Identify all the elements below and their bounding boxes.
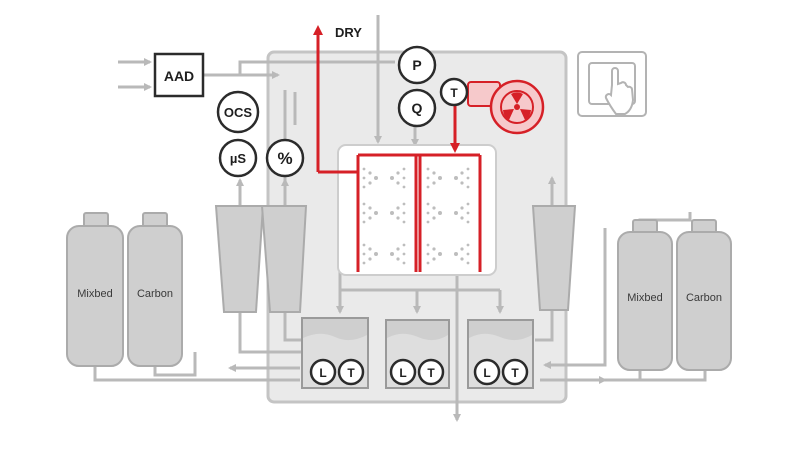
left-carbon-cylinder: Carbon xyxy=(127,212,183,367)
aad-unit: AAD xyxy=(153,52,205,98)
percent-sensor: % xyxy=(265,138,305,178)
left-mixbed-cylinder: Mixbed xyxy=(66,212,124,367)
pressure-label: P xyxy=(412,57,421,73)
pressure-sensor: P xyxy=(397,45,437,85)
tank-1-temp-label: T xyxy=(347,366,355,380)
tank-1-level-label: L xyxy=(319,366,326,380)
left-carbon-label: Carbon xyxy=(137,288,173,300)
tank-1-sensors: L T xyxy=(309,358,365,386)
ocs-label: OCS xyxy=(224,105,253,120)
tank-2-sensors: L T xyxy=(389,358,445,386)
right-carbon-cylinder: Carbon xyxy=(676,219,732,371)
tank-3-level-label: L xyxy=(483,366,490,380)
water-pipes xyxy=(93,15,707,422)
conductivity-label: µS xyxy=(230,151,246,166)
right-mixbed-cylinder: Mixbed xyxy=(617,219,673,371)
fan-icon xyxy=(467,79,545,135)
right-mixbed-label: Mixbed xyxy=(627,292,662,304)
tank-3-temp-label: T xyxy=(511,366,519,380)
air-temperature-label: T xyxy=(450,86,458,100)
conductivity-sensor: µS xyxy=(218,138,258,178)
touchscreen-icon xyxy=(577,51,647,117)
spray-nozzles xyxy=(362,167,470,265)
right-carbon-label: Carbon xyxy=(686,292,722,304)
tank-2-level-label: L xyxy=(399,366,406,380)
left-mixbed-label: Mixbed xyxy=(77,288,112,300)
tank-3-sensors: L T xyxy=(473,358,529,386)
flow-label: Q xyxy=(412,100,423,116)
dosing-funnels xyxy=(214,205,577,313)
dry-label: DRY xyxy=(335,25,362,40)
flow-sensor: Q xyxy=(397,88,437,128)
ocs-sensor: OCS xyxy=(216,90,260,134)
aad-label: AAD xyxy=(164,68,194,84)
percent-label: % xyxy=(277,149,292,168)
tank-2-temp-label: T xyxy=(427,366,435,380)
air-temperature-sensor: T xyxy=(439,77,469,107)
